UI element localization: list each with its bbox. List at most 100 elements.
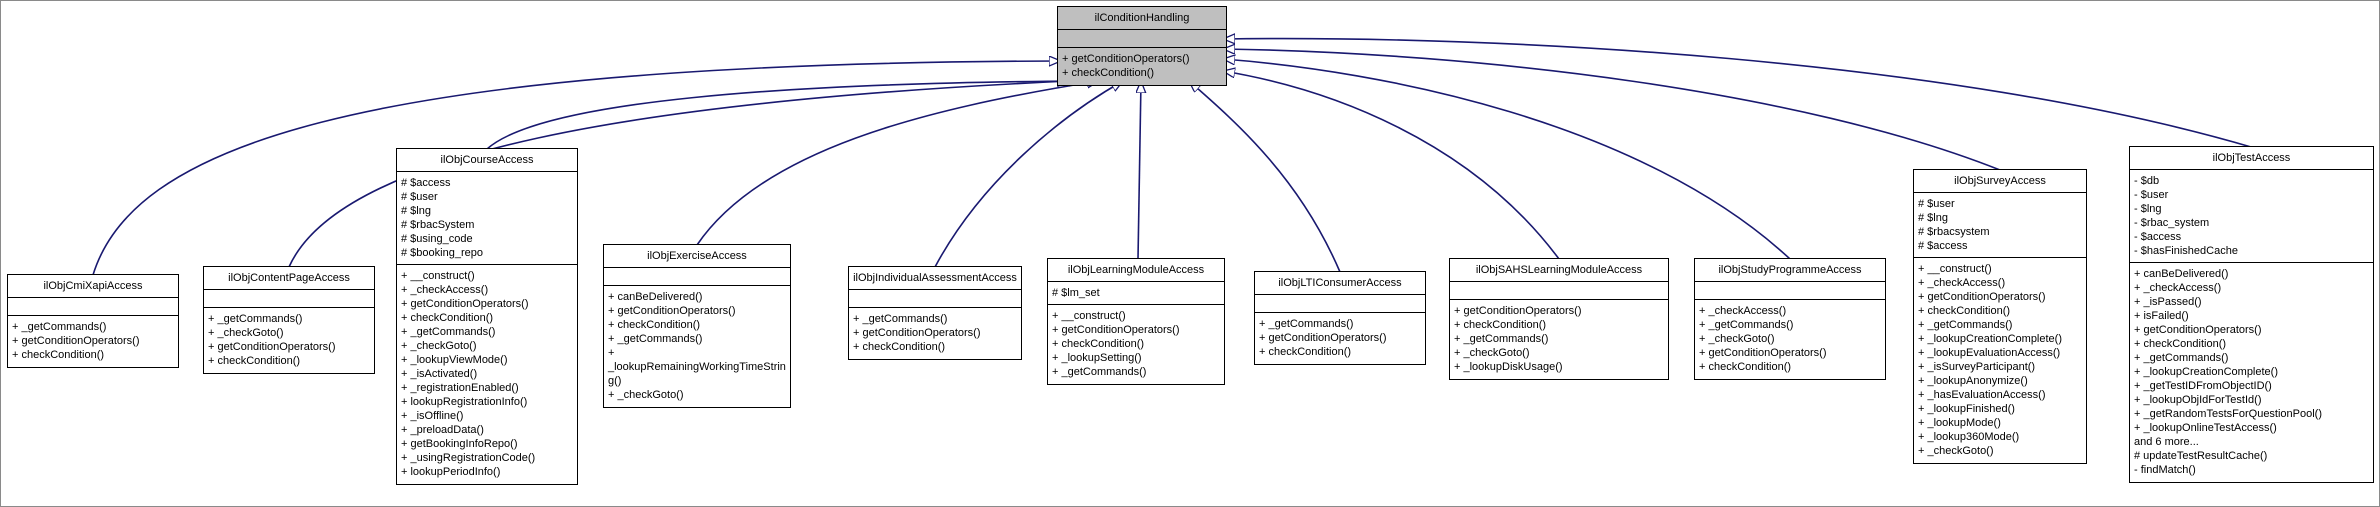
class-member: + _usingRegistrationCode() <box>401 452 536 464</box>
class-member: + _getCommands() <box>401 326 496 338</box>
class-member: + __construct() <box>401 270 475 282</box>
class-member: + getConditionOperators() <box>12 335 140 347</box>
class-methods: + __construct()+ getConditionOperators()… <box>1048 305 1224 384</box>
class-ilObjCmiXapiAccess[interactable]: ilObjCmiXapiAccess + _getCommands()+ get… <box>7 274 179 368</box>
class-member: + _getCommands() <box>1454 333 1549 345</box>
class-member: + checkCondition() <box>1259 346 1352 358</box>
class-attributes <box>1255 294 1425 313</box>
class-member: + _preloadData() <box>401 424 484 436</box>
class-attributes <box>204 289 374 308</box>
class-member: # $lm_set <box>1052 287 1100 299</box>
class-member: + _getRandomTestsForQuestionPool() <box>2134 408 2323 420</box>
class-member: + getConditionOperators() <box>208 341 336 353</box>
class-member: # $access <box>401 177 451 189</box>
class-member: - $access <box>2134 231 2182 243</box>
class-methods: + _getCommands()+ _checkGoto()+ getCondi… <box>204 308 374 373</box>
class-title: ilConditionHandling <box>1094 12 1190 24</box>
class-member: + _checkGoto() <box>608 389 684 401</box>
class-member: + _checkAccess() <box>2134 282 2222 294</box>
class-attributes <box>604 267 790 286</box>
edge-ilObjContentPageAccess <box>288 81 1069 268</box>
class-title: ilObjTestAccess <box>2212 152 2291 164</box>
class-member: + _getCommands() <box>1699 319 1794 331</box>
class-member: # $rbacsystem <box>1918 226 1990 238</box>
class-member: + _lookupObjIdForTestId() <box>2134 394 2262 406</box>
class-title: ilObjSAHSLearningModuleAccess <box>1475 264 1643 276</box>
class-member: + getConditionOperators() <box>401 298 529 310</box>
class-member: + _checkGoto() <box>1918 445 1994 457</box>
edge-ilObjCmiXapiAccess <box>92 61 1061 276</box>
class-member: + checkCondition() <box>1062 67 1155 79</box>
edge-ilObjSAHSLearningModuleAccess <box>1223 71 1560 260</box>
class-member: + _checkGoto() <box>1699 333 1775 345</box>
class-title: ilObjLearningModuleAccess <box>1067 264 1205 276</box>
class-attributes <box>1695 281 1885 300</box>
class-member: + _lookupViewMode() <box>401 354 508 366</box>
class-member: # updateTestResultCache() <box>2134 450 2268 462</box>
class-title: ilObjLTIConsumerAccess <box>1278 277 1402 289</box>
class-ilObjExerciseAccess[interactable]: ilObjExerciseAccess + canBeDelivered()+ … <box>603 244 791 408</box>
class-ilObjIndividualAssessmentAccess[interactable]: ilObjIndividualAssessmentAccess + _getCo… <box>848 266 1022 360</box>
class-ilObjSAHSLearningModuleAccess[interactable]: ilObjSAHSLearningModuleAccess + getCondi… <box>1449 258 1669 380</box>
class-member: # $user <box>1918 198 1955 210</box>
class-member: + getConditionOperators() <box>853 327 981 339</box>
class-methods: + canBeDelivered()+ _checkAccess()+ _isP… <box>2130 263 2373 482</box>
class-member: + isFailed() <box>2134 310 2189 322</box>
class-member: + _hasEvaluationAccess() <box>1918 389 2046 401</box>
class-title: ilObjStudyProgrammeAccess <box>1718 264 1862 276</box>
class-title: ilObjIndividualAssessmentAccess <box>853 272 1017 284</box>
class-title: ilObjCourseAccess <box>440 154 534 166</box>
class-title: ilObjContentPageAccess <box>228 272 350 284</box>
class-attributes <box>8 297 178 316</box>
class-member: + checkCondition() <box>401 312 494 324</box>
class-member: + _checkAccess() <box>401 284 489 296</box>
class-member: + _getCommands() <box>208 313 303 325</box>
class-member: + getConditionOperators() <box>1052 324 1180 336</box>
class-methods: + _getCommands()+ getConditionOperators(… <box>1255 313 1425 364</box>
class-member: + _lookupFinished() <box>1918 403 2015 415</box>
class-member: + checkCondition() <box>1052 338 1145 350</box>
class-member: - $lng <box>2134 203 2162 215</box>
class-title: ilObjSurveyAccess <box>1954 175 2046 187</box>
class-member: - $db <box>2134 175 2160 187</box>
class-member: + getConditionOperators() <box>1062 53 1190 65</box>
class-title: ilObjExerciseAccess <box>647 250 747 262</box>
class-member: - findMatch() <box>2134 464 2196 476</box>
class-ilObjContentPageAccess[interactable]: ilObjContentPageAccess + _getCommands()+… <box>203 266 375 374</box>
class-member: + _lookupEvaluationAccess() <box>1918 347 2061 359</box>
class-ilObjSurveyAccess[interactable]: ilObjSurveyAccess # $user# $lng# $rbacsy… <box>1913 169 2087 464</box>
class-attributes: # $lm_set <box>1048 281 1224 305</box>
class-member: + getConditionOperators() <box>1918 291 2046 303</box>
class-member: + __construct() <box>1918 263 1992 275</box>
class-attributes <box>1450 281 1668 300</box>
class-ilObjTestAccess[interactable]: ilObjTestAccess - $db- $user- $lng- $rba… <box>2129 146 2374 483</box>
class-attributes: - $db- $user- $lng- $rbac_system- $acces… <box>2130 169 2373 263</box>
class-ilObjLTIConsumerAccess[interactable]: ilObjLTIConsumerAccess + _getCommands()+… <box>1254 271 1426 365</box>
class-member: + checkCondition() <box>1454 319 1547 331</box>
class-member: + _lookupMode() <box>1918 417 2001 429</box>
class-member: + _isSurveyParticipant() <box>1918 361 2036 373</box>
class-methods: + getConditionOperators()+ checkConditio… <box>1450 300 1668 379</box>
edge-ilObjExerciseAccess <box>696 81 1099 246</box>
class-member: + checkCondition() <box>12 349 105 361</box>
class-member: # $user <box>401 191 438 203</box>
class-member: + getConditionOperators() <box>1259 332 1387 344</box>
class-member: + checkCondition() <box>608 319 701 331</box>
class-ilConditionHandling[interactable]: ilConditionHandling + getConditionOperat… <box>1057 6 1227 86</box>
edge-ilObjCourseAccess <box>486 81 1081 150</box>
edge-ilObjLearningModuleAccess <box>1138 81 1141 260</box>
class-member: + _getCommands() <box>2134 352 2229 364</box>
class-ilObjLearningModuleAccess[interactable]: ilObjLearningModuleAccess # $lm_set + __… <box>1047 258 1225 385</box>
class-member: + getConditionOperators() <box>1699 347 1827 359</box>
class-member: + _checkGoto() <box>401 340 477 352</box>
class-member: + _isPassed() <box>2134 296 2202 308</box>
class-member: + checkCondition() <box>2134 338 2227 350</box>
class-ilObjStudyProgrammeAccess[interactable]: ilObjStudyProgrammeAccess + _checkAccess… <box>1694 258 1886 380</box>
edge-ilObjSurveyAccess <box>1223 49 2001 171</box>
class-member: # $rbacSystem <box>401 219 475 231</box>
class-ilObjCourseAccess[interactable]: ilObjCourseAccess # $access# $user# $lng… <box>396 148 578 485</box>
class-methods: + __construct() + _checkAccess() + getCond… <box>397 265 577 484</box>
edge-ilObjIndividualAssessmentAccess <box>934 81 1123 268</box>
